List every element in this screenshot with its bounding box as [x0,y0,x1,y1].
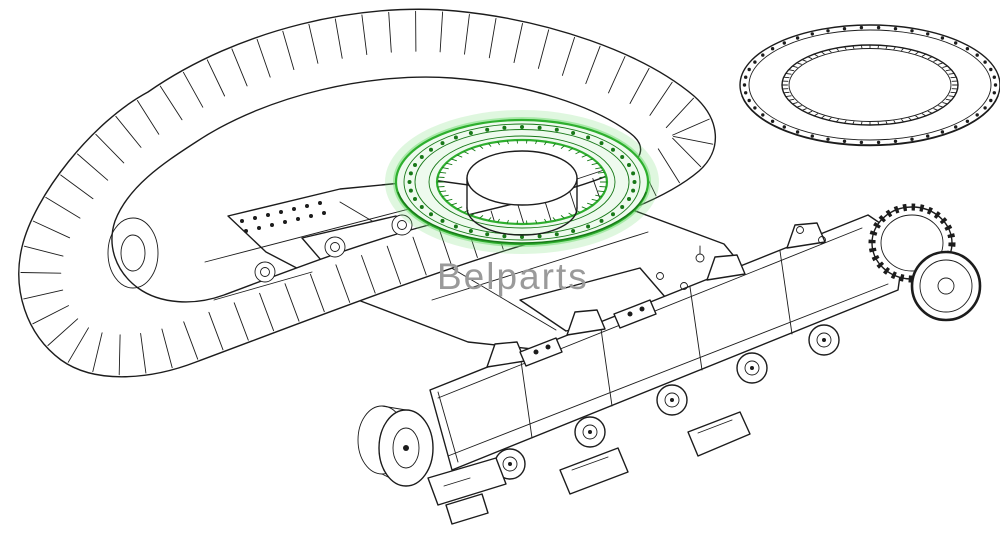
spare-ring-outer2 [748,29,992,141]
drive-sprocket [868,203,982,322]
ring-bottom-thickness [397,191,647,244]
slewing-ring-highlighted [385,110,659,254]
mount-pads [519,226,826,367]
lower-guard-plates [559,411,751,495]
slewing-ring-bolt-dots [407,125,637,239]
front-idler [357,405,507,525]
frame-bolt-row-2 [244,211,326,233]
beam-ribs [519,250,793,439]
idler-bracket-1 [427,457,507,506]
idler-bracket-2 [445,493,489,525]
track-guards [486,222,826,368]
ring-inner-rim [428,135,616,229]
right-track-frame [357,203,982,525]
beam-bottom-flange [447,283,889,457]
spare-ring-gear-teeth [781,44,959,126]
frame-brace-2 [431,231,649,301]
spare-ring-bolt-dots [742,25,998,145]
spare-ring-bottom-thickness [741,95,999,147]
frame-bolt-row-1 [240,201,322,223]
ring-band [394,118,650,246]
beam-front-edge [437,391,459,463]
ring-outer-rim [403,123,641,241]
bottom-rollers [494,324,840,480]
spare-ring-inner2 [788,48,952,122]
final-drive-drum [910,250,982,322]
slewing-ring-gear-teeth [437,140,607,224]
spare-slewing-ring [739,24,1000,147]
watermark-text: Belparts [437,256,589,297]
center-hub-cylinder [466,150,578,236]
